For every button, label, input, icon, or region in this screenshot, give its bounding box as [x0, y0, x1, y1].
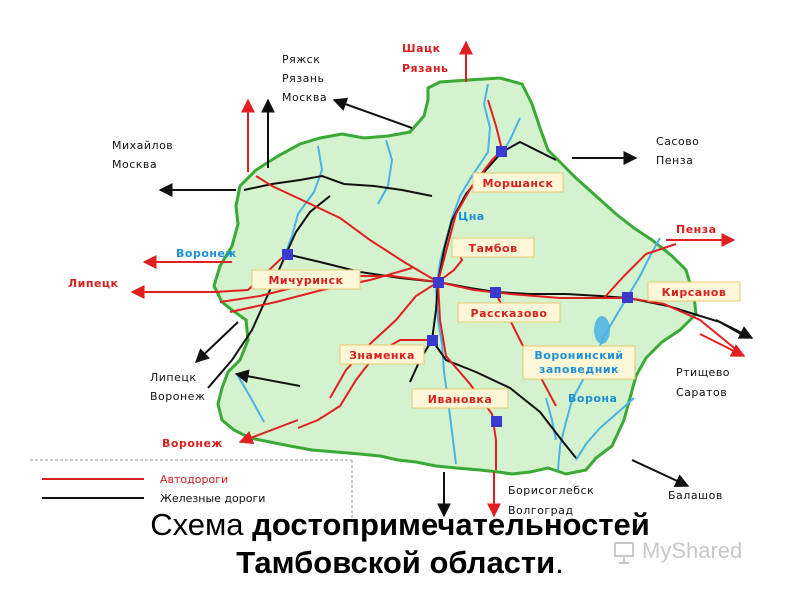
caption-line2-text: Тамбовской области — [236, 545, 556, 580]
dest-shatsk-line1: Шацк — [402, 42, 441, 55]
road-kirsanov-penza — [603, 243, 677, 299]
river-tributary-4 — [575, 397, 635, 461]
dest-rtishchevo-line1: Ртищево — [676, 366, 730, 379]
city-labels: Моршанск Тамбов Мичуринск Рассказово Кир… — [251, 172, 741, 409]
direction-arrows — [130, 40, 754, 518]
caption-line2: Тамбовской области. — [0, 544, 800, 582]
caption-part1: Схема — [150, 507, 253, 542]
marker-morshansk — [496, 146, 507, 157]
caption-period: . — [555, 545, 564, 580]
city-label-rasskazovo: Рассказово — [457, 302, 561, 323]
dest-voronezh-west: Воронеж — [176, 247, 237, 260]
slide-caption: Схема достопримечательностей Тамбовской … — [0, 506, 800, 582]
arrow-east-red — [699, 333, 746, 357]
marker-kirsanov — [622, 292, 633, 303]
watermark-text: MyShared — [642, 538, 743, 563]
road-west-main — [213, 253, 287, 293]
dest-ryazhsk-line3: Москва — [282, 91, 327, 104]
marker-michurinsk — [282, 249, 293, 260]
city-label-tambov: Тамбов — [451, 237, 535, 258]
city-name-rasskazovo: Рассказово — [471, 307, 548, 320]
reserve-name-line1: Воронинский — [534, 349, 623, 362]
arrow-balashov — [631, 459, 690, 488]
caption-line1: Схема достопримечательностей — [0, 506, 800, 544]
city-label-kirsanov: Кирсанов — [647, 281, 741, 302]
dest-mikhaylov-line1: Михайлов — [112, 139, 173, 152]
legend-roads-label: Автодороги — [160, 473, 228, 486]
city-name-znamenka: Знаменка — [349, 349, 415, 362]
arrow-ryazhsk — [332, 97, 413, 129]
arrow-southwest-black — [194, 321, 239, 363]
dest-lipetsk-sw-line2: Воронеж — [150, 390, 205, 403]
railway-northwest — [285, 195, 331, 255]
reserve-label: Воронинский заповедник — [522, 345, 636, 380]
dest-balashov: Балашов — [668, 489, 723, 502]
city-markers — [282, 146, 633, 427]
marker-znamenka — [427, 335, 438, 346]
city-name-michurinsk: Мичуринск — [268, 274, 343, 287]
dest-sasovo-line2: Пенза — [656, 154, 693, 167]
city-label-michurinsk: Мичуринск — [251, 269, 361, 290]
road-tambov-sw — [329, 281, 439, 399]
river-name-vorona: Ворона — [568, 392, 617, 405]
river-tributary-5 — [545, 397, 557, 441]
city-name-tambov: Тамбов — [468, 242, 517, 255]
dest-shatsk-line2: Рязань — [402, 62, 449, 75]
dest-voronezh-sw: Воронеж — [162, 437, 223, 450]
dest-penza-east: Пенза — [676, 223, 717, 236]
road-northwest — [255, 175, 439, 283]
dest-lipetsk-west: Липецк — [68, 277, 119, 290]
city-label-znamenka: Знаменка — [339, 344, 425, 365]
city-label-morshansk: Моршанск — [472, 172, 564, 193]
river-name-tsna: Цна — [458, 210, 485, 223]
railway-west-north — [243, 174, 433, 197]
dest-lipetsk-sw-line1: Липецк — [150, 371, 197, 384]
presentation-icon — [614, 542, 634, 564]
arrow-voronezh-sw — [238, 419, 299, 445]
dest-ryazhsk-line1: Ряжск — [282, 53, 320, 66]
city-label-ivanovka: Ивановка — [411, 388, 509, 409]
reserve-name-line2: заповедник — [539, 363, 619, 376]
legend-railways-label: Железные дороги — [160, 492, 265, 505]
marker-ivanovka — [491, 416, 502, 427]
dest-borisoglebsk-line1: Борисоглебск — [508, 484, 594, 497]
marker-tambov — [433, 277, 444, 288]
road-tambov-south — [437, 281, 497, 470]
watermark: MyShared — [612, 536, 772, 572]
city-name-ivanovka: Ивановка — [428, 393, 493, 406]
caption-part2: достопримечательностей — [252, 507, 650, 542]
railway-tambov-south — [430, 281, 577, 459]
legend: Автодороги Железные дороги — [30, 459, 353, 520]
road-znamenka-west — [297, 339, 432, 429]
marker-rasskazovo — [490, 287, 501, 298]
road-michurinsk-south — [229, 267, 413, 313]
city-name-morshansk: Моршанск — [482, 177, 553, 190]
arrow-east-black — [715, 319, 754, 339]
lake — [594, 316, 610, 344]
river-tributary-6 — [237, 375, 265, 423]
dest-ryazhsk-line2: Рязань — [282, 72, 325, 85]
dest-mikhaylov-line2: Москва — [112, 158, 157, 171]
city-name-kirsanov: Кирсанов — [662, 286, 727, 299]
arrow-lipetsk-sw — [234, 369, 301, 387]
destination-labels: Ряжск Рязань Москва Шацк Рязань Михайлов… — [68, 42, 730, 517]
dest-rtishchevo-line2: Саратов — [676, 386, 727, 399]
river-tributary-3 — [377, 139, 394, 205]
dest-borisoglebsk-line2: Волгоград — [508, 504, 573, 517]
dest-sasovo-line1: Сасово — [656, 135, 699, 148]
